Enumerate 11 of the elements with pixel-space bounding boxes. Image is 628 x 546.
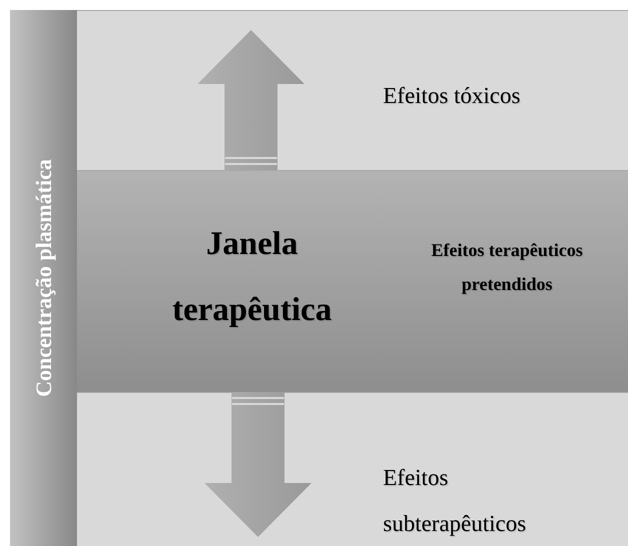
block-arrow [198,30,304,170]
axis-band [10,10,77,546]
zone-title: Janela terapêutica [171,225,333,330]
zone-band [77,10,628,170]
zone-label: Efeitos tóxicos [383,82,522,110]
zone-band [77,170,628,392]
zone-label: Efeitos subterapêuticos [383,464,528,538]
zone-band [77,392,628,546]
zone-label: Efeitos terapêuticos pretendidos [430,239,584,296]
axis-label: Concentração plasmática [30,159,56,397]
block-arrow [204,392,312,537]
